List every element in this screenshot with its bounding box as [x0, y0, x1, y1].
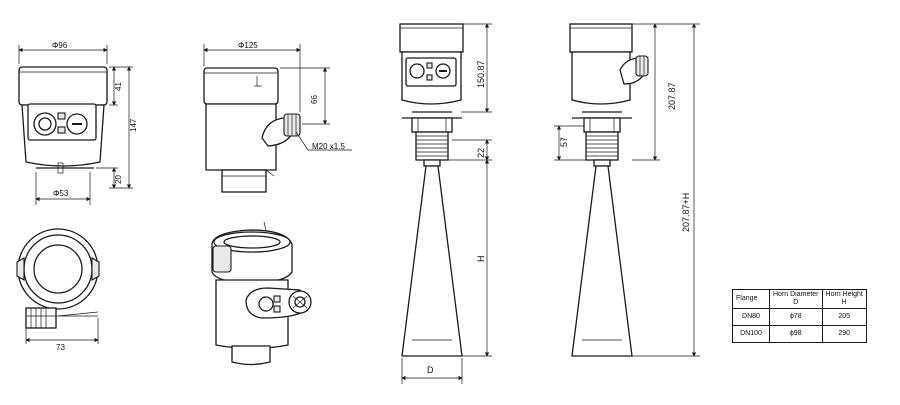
cell-flange: DN80 — [732, 308, 770, 326]
dim-57: 57 — [559, 137, 569, 147]
header-horn-height: Horn Height H — [821, 289, 867, 309]
dim-phi96: Φ96 — [52, 41, 68, 50]
table-row: DN80 ϕ78 205 — [732, 308, 867, 326]
dim-h: H — [476, 256, 486, 263]
header-horn-height-symbol: H — [841, 299, 847, 306]
dim-41: 41 — [114, 82, 123, 91]
cell-height: 290 — [821, 325, 867, 343]
dim-66: 66 — [310, 95, 319, 104]
top-view-dimensions: 73 — [25, 318, 99, 352]
dim-147: 147 — [129, 118, 138, 132]
dim-phi53: Φ53 — [53, 189, 69, 198]
cell-height: 205 — [821, 308, 867, 326]
table-header-row: Flange Horn Diameter D Horn Height H — [732, 289, 867, 309]
dim-phi125: Φ125 — [238, 41, 258, 50]
cell-flange: DN100 — [732, 325, 770, 343]
dim-73: 73 — [56, 343, 65, 352]
front-view — [18, 66, 108, 174]
dim-20: 20 — [114, 175, 123, 184]
front-view-dimensions: Φ96 41 147 20 Φ53 — [18, 41, 138, 205]
horn-front-view — [399, 23, 464, 357]
horn-side-view-dimensions: 57 207.87 207.87+H — [554, 23, 700, 357]
horn-front-view-dimensions: 150.87 22 H D — [401, 23, 492, 384]
cell-diameter: ϕ78 — [769, 308, 823, 326]
horn-spec-table: Flange Horn Diameter D Horn Height H DN8… — [732, 289, 867, 343]
header-horn-diameter-label: Horn Diameter — [773, 291, 819, 298]
table-row: DN100 ϕ98 290 — [732, 325, 867, 343]
header-horn-height-label: Horn Height — [825, 291, 863, 298]
dim-207-87: 207.87 — [667, 82, 677, 110]
horn-side-view — [569, 23, 649, 357]
side-view-dimensions: Φ125 66 M20 x1.5 — [203, 41, 352, 151]
isometric-view — [211, 221, 312, 366]
dim-207-87-plus-h: 207.87+H — [681, 193, 691, 232]
cell-diameter: ϕ98 — [769, 325, 823, 343]
side-view — [203, 67, 301, 193]
header-horn-diameter: Horn Diameter D — [769, 289, 823, 309]
header-horn-diameter-symbol: D — [793, 299, 799, 306]
dim-22: 22 — [476, 148, 486, 158]
dim-d: D — [427, 365, 434, 375]
dim-m20: M20 x1.5 — [312, 142, 345, 151]
top-view — [16, 228, 100, 329]
dim-150-87: 150.87 — [476, 60, 486, 88]
header-flange: Flange — [732, 289, 770, 309]
